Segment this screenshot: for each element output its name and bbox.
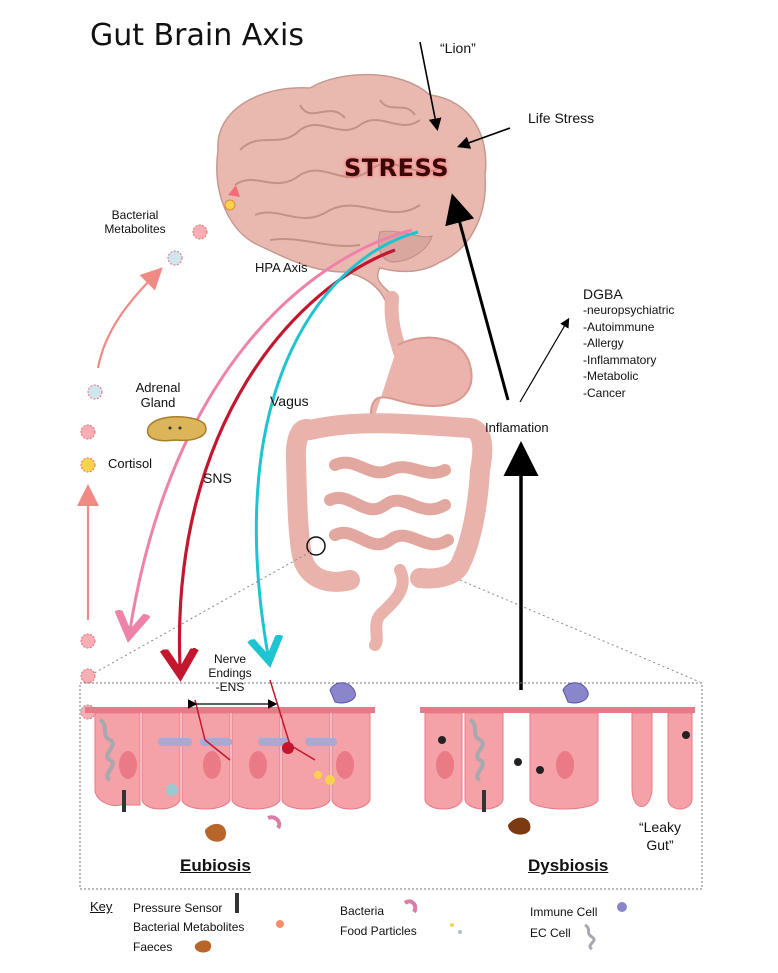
hpa-axis-arrow bbox=[130, 228, 413, 630]
hpa-axis-label: HPA Axis bbox=[255, 260, 308, 275]
dgba-item: -Allergy bbox=[583, 336, 624, 350]
key-ec-cell: EC Cell bbox=[530, 926, 571, 940]
leaky-gut-label: “Leaky Gut” bbox=[625, 818, 695, 854]
leaky-line1: “Leaky bbox=[638, 819, 682, 835]
nerve-line3: -ENS bbox=[215, 680, 245, 694]
page-title: Gut Brain Axis bbox=[90, 18, 304, 53]
bacterial-metabolites-label: Bacterial Metabolites bbox=[95, 208, 175, 236]
vagus-label: Vagus bbox=[270, 393, 309, 409]
gut-illustration bbox=[285, 291, 493, 651]
sns-arrow bbox=[179, 248, 396, 668]
nerve-endings-label: Nerve Endings -ENS bbox=[205, 652, 255, 694]
sns-label: SNS bbox=[203, 470, 232, 486]
key-food-particles: Food Particles bbox=[340, 924, 417, 938]
metabolite-microbes bbox=[80, 224, 208, 720]
dysbiosis-label: Dysbiosis bbox=[528, 856, 609, 875]
dysbiosis-tissue bbox=[420, 682, 695, 835]
nerve-line1: Nerve bbox=[213, 652, 246, 666]
adrenal-line2: Gland bbox=[140, 395, 176, 410]
key-immune-cell: Immune Cell bbox=[530, 905, 598, 919]
dgba-arrow bbox=[519, 317, 570, 403]
key-faeces: Faeces bbox=[133, 940, 173, 954]
adrenal-gland-label: Adrenal Gland bbox=[128, 380, 188, 410]
metabolite-arrow-up bbox=[96, 267, 163, 369]
stress-label: STRESS bbox=[344, 154, 450, 182]
vagus-arrow bbox=[256, 230, 419, 655]
key-icons bbox=[194, 893, 627, 953]
life-stress-label: Life Stress bbox=[528, 110, 595, 126]
leaky-line2: Gut” bbox=[646, 837, 674, 853]
inflammation-label: Inflamation bbox=[485, 420, 549, 435]
life-stress-arrow bbox=[456, 127, 511, 149]
inflammation-to-brain-arrow bbox=[445, 193, 510, 401]
lion-label: “Lion” bbox=[440, 40, 476, 56]
adrenal-line1: Adrenal bbox=[135, 380, 181, 395]
brain-illustration bbox=[216, 73, 487, 301]
dgba-title: DGBA bbox=[583, 286, 623, 302]
nerve-line2: Endings bbox=[208, 666, 252, 680]
dgba-item: -neuropsychiatric bbox=[583, 303, 675, 317]
eubiosis-label: Eubiosis bbox=[180, 856, 251, 875]
key-bacteria: Bacteria bbox=[340, 904, 385, 918]
key-bacterial-metabolites: Bacterial Metabolites bbox=[133, 920, 245, 934]
dgba-item: -Metabolic bbox=[583, 369, 639, 383]
dgba-block: DGBA -neuropsychiatric -Autoimmune -Alle… bbox=[583, 286, 674, 401]
bacterial-metabolites-line2: Metabolites bbox=[104, 222, 166, 236]
dgba-item: -Autoimmune bbox=[583, 319, 655, 334]
dgba-item: -Cancer bbox=[583, 385, 626, 400]
eubiosis-tissue bbox=[85, 679, 375, 842]
zoom-panel-border bbox=[79, 682, 703, 890]
adrenal-gland-icon bbox=[146, 416, 207, 442]
key-title: Key bbox=[90, 899, 113, 914]
key-pressure-sensor: Pressure Sensor bbox=[133, 901, 223, 915]
dgba-item: -Inflammatory bbox=[583, 352, 657, 367]
bacterial-metabolites-line1: Bacterial bbox=[111, 208, 159, 222]
cortisol-label: Cortisol bbox=[108, 456, 153, 471]
lion-arrow bbox=[419, 41, 442, 132]
